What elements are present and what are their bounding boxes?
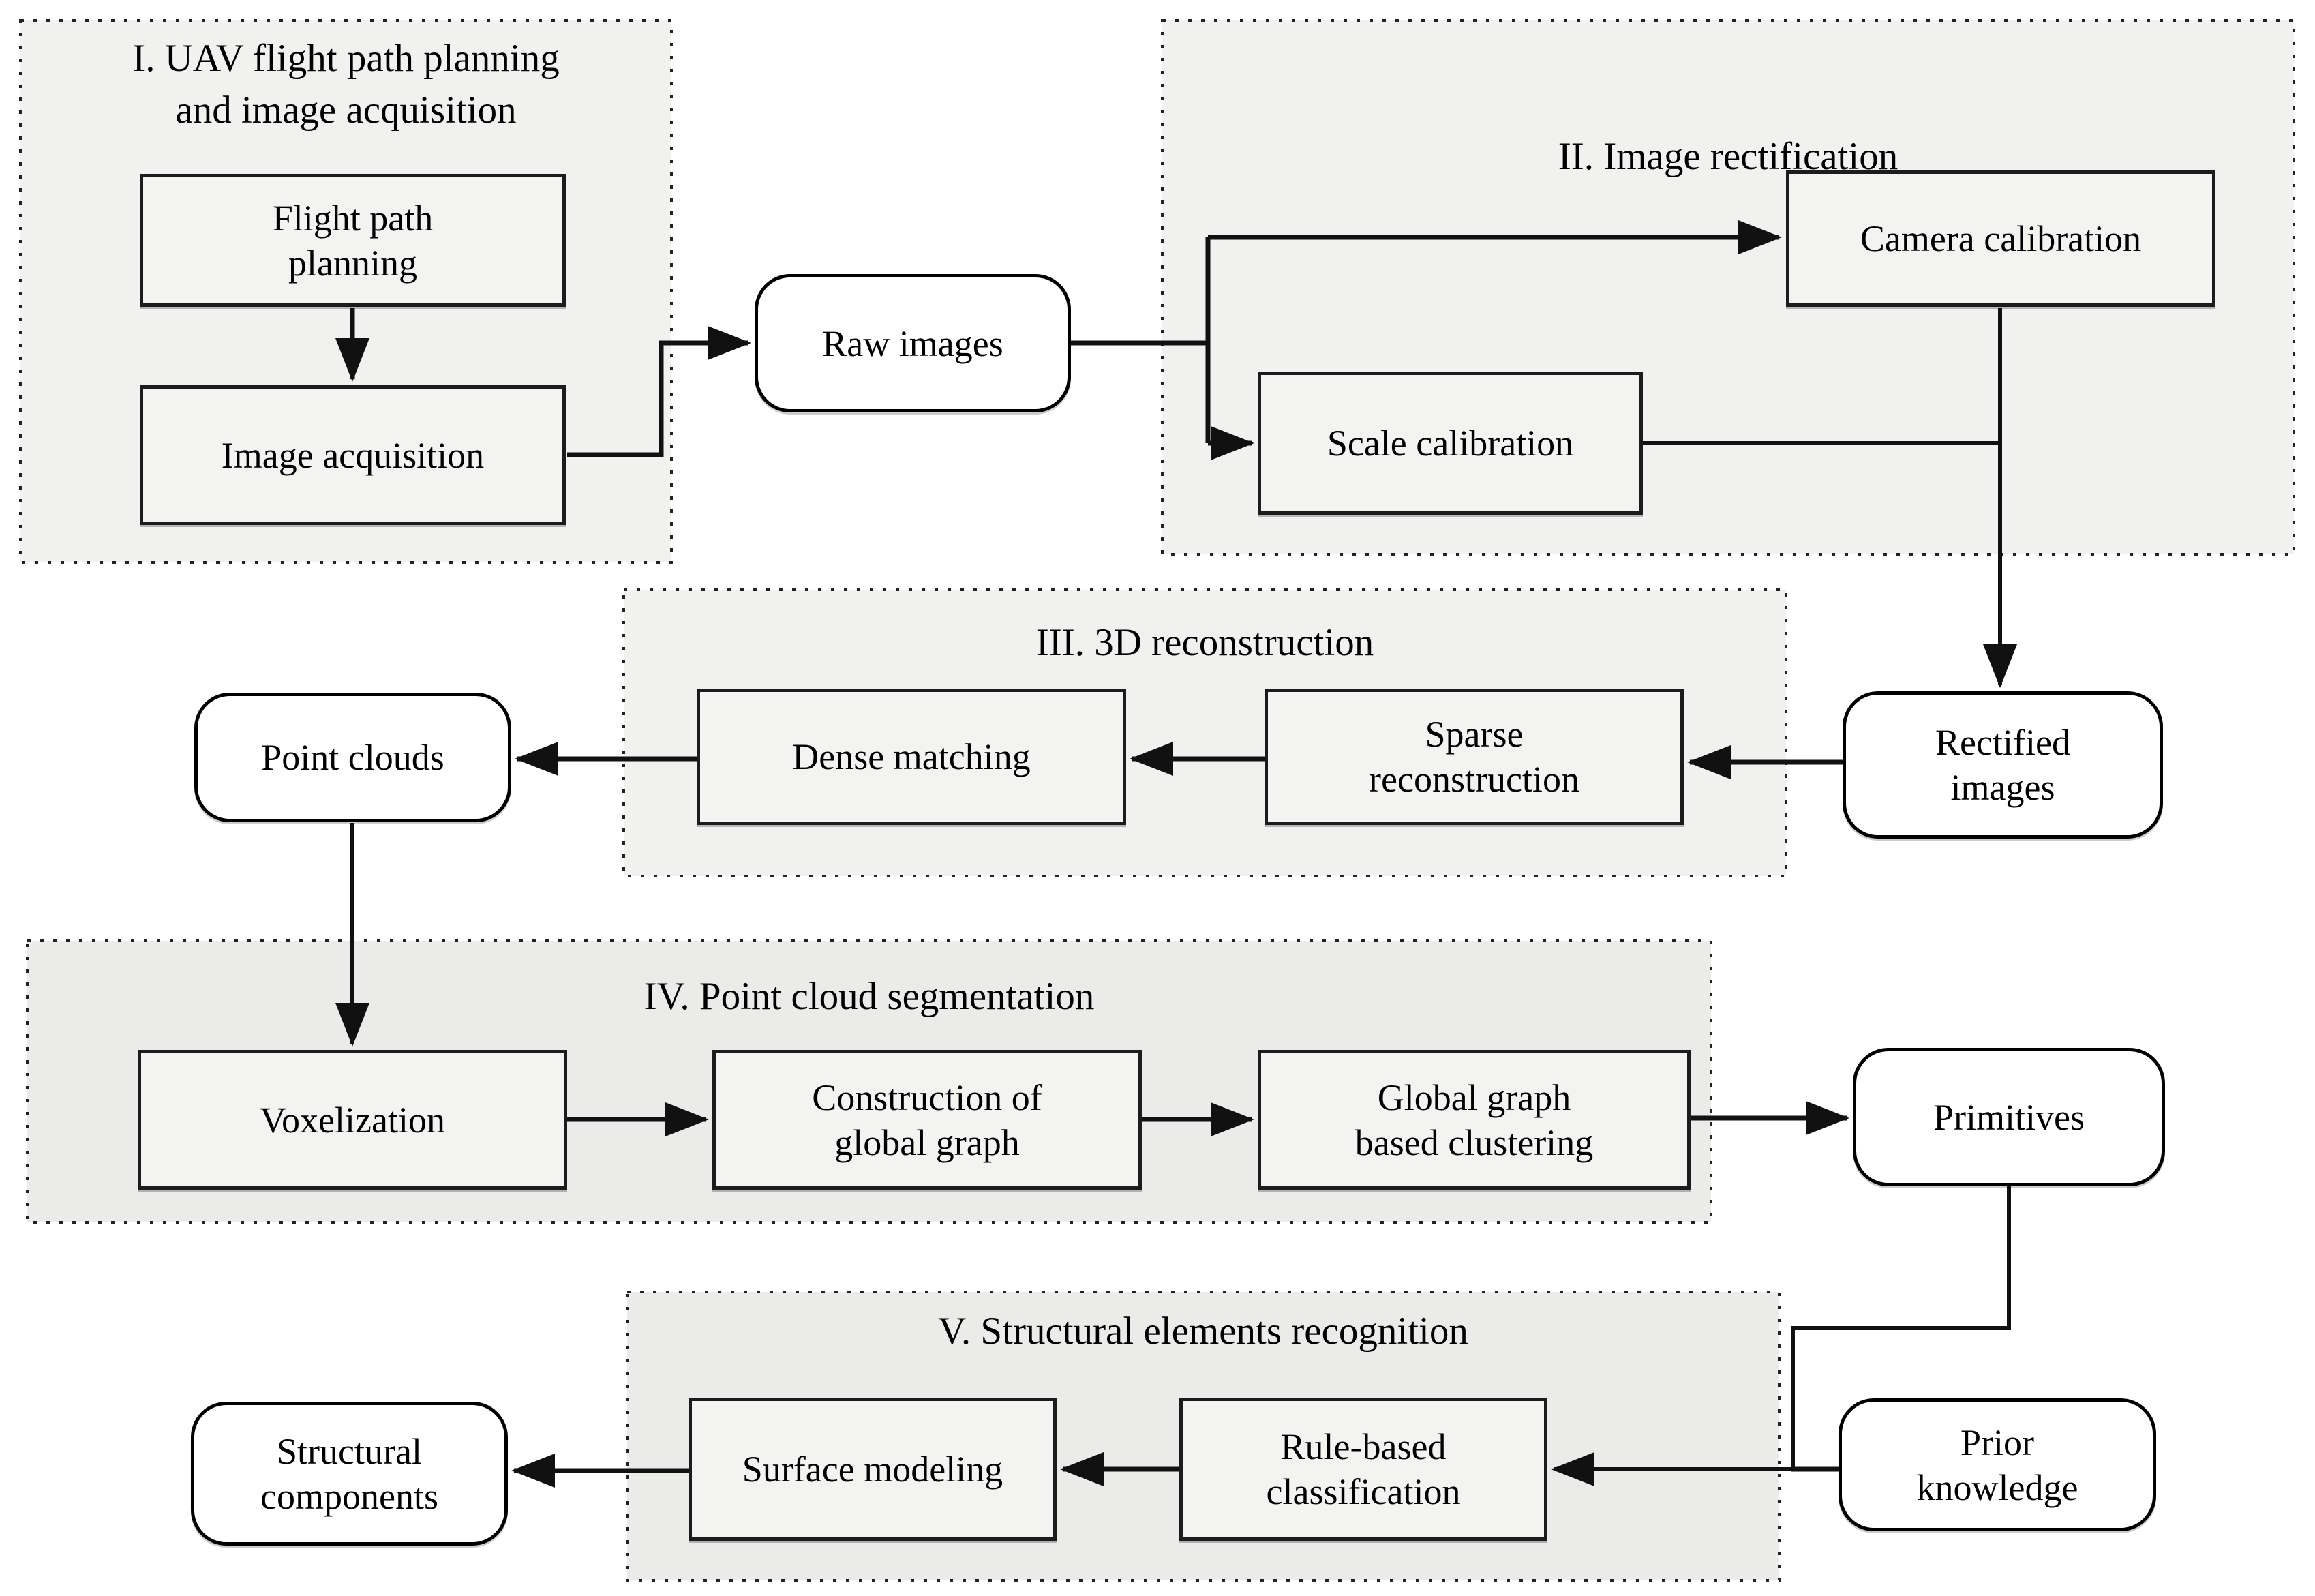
node-label: Point clouds <box>261 737 444 778</box>
node-construction-of-global-graph: Construction of global graph <box>712 1050 1142 1190</box>
node-label: Global graph <box>1377 1076 1571 1118</box>
node-label: Image acquisition <box>221 434 485 476</box>
section-title-line: IV. Point cloud segmentation <box>644 975 1095 1018</box>
node-label: knowledge <box>1916 1466 2078 1508</box>
node-scale-calibration: Scale calibration <box>1258 372 1643 515</box>
node-label: Surface modeling <box>742 1449 1003 1490</box>
node-image-acquisition: Image acquisition <box>140 385 566 525</box>
node-structural-components: Structural components <box>191 1402 508 1546</box>
node-label: Scale calibration <box>1327 423 1574 464</box>
node-surface-modeling: Surface modeling <box>689 1398 1057 1541</box>
section-title-point-cloud-segmentation: IV. Point cloud segmentation <box>27 971 1711 1023</box>
connector-primitives-to-rulebased <box>1551 1186 2011 1486</box>
section-title-3d-reconstruction: III. 3D reconstruction <box>624 617 1786 669</box>
node-label: classification <box>1266 1471 1461 1512</box>
node-global-graph-based-clustering: Global graph based clustering <box>1258 1050 1691 1190</box>
node-label: Rectified <box>1935 722 2070 763</box>
node-point-clouds: Point clouds <box>194 693 511 822</box>
node-label: global graph <box>834 1121 1020 1163</box>
node-rule-based-classification: Rule-based classification <box>1179 1398 1547 1541</box>
node-raw-images: Raw images <box>755 274 1071 412</box>
section-title-uav-planning: I. UAV flight path planning and image ac… <box>20 33 671 136</box>
node-label: Primitives <box>1933 1096 2085 1138</box>
node-primitives: Primitives <box>1853 1048 2165 1186</box>
node-label: based clustering <box>1355 1121 1594 1163</box>
node-label: Sparse <box>1425 714 1524 755</box>
node-label: planning <box>288 242 417 284</box>
node-prior-knowledge: Prior knowledge <box>1839 1398 2156 1531</box>
node-sparse-reconstruction: Sparse reconstruction <box>1265 689 1684 825</box>
node-label: Voxelization <box>260 1099 445 1141</box>
node-label: Camera calibration <box>1860 218 2142 259</box>
node-rectified-images: Rectified images <box>1843 691 2163 839</box>
node-flight-path-planning: Flight path planning <box>140 174 566 307</box>
node-label: Rule-based <box>1280 1426 1447 1467</box>
section-title-line: V. Structural elements recognition <box>938 1310 1468 1353</box>
node-label: components <box>260 1475 438 1517</box>
node-label: Construction of <box>812 1076 1042 1118</box>
section-title-line: I. UAV flight path planning <box>132 37 560 80</box>
node-label: Flight path <box>272 197 434 239</box>
node-label: Raw images <box>822 322 1003 364</box>
section-title-line: and image acquisition <box>175 89 517 132</box>
node-voxelization: Voxelization <box>138 1050 567 1190</box>
node-label: Structural <box>277 1430 422 1472</box>
node-camera-calibration: Camera calibration <box>1786 170 2215 307</box>
node-label: images <box>1950 767 2055 808</box>
section-title-structural-elements-recognition: V. Structural elements recognition <box>627 1306 1779 1357</box>
connector-imageacquisition-to-rawimages <box>567 326 751 457</box>
node-label: reconstruction <box>1369 759 1579 800</box>
node-dense-matching: Dense matching <box>697 689 1126 825</box>
node-label: Prior <box>1961 1421 2034 1463</box>
section-title-line: III. 3D reconstruction <box>1035 621 1374 664</box>
node-label: Dense matching <box>792 736 1031 777</box>
